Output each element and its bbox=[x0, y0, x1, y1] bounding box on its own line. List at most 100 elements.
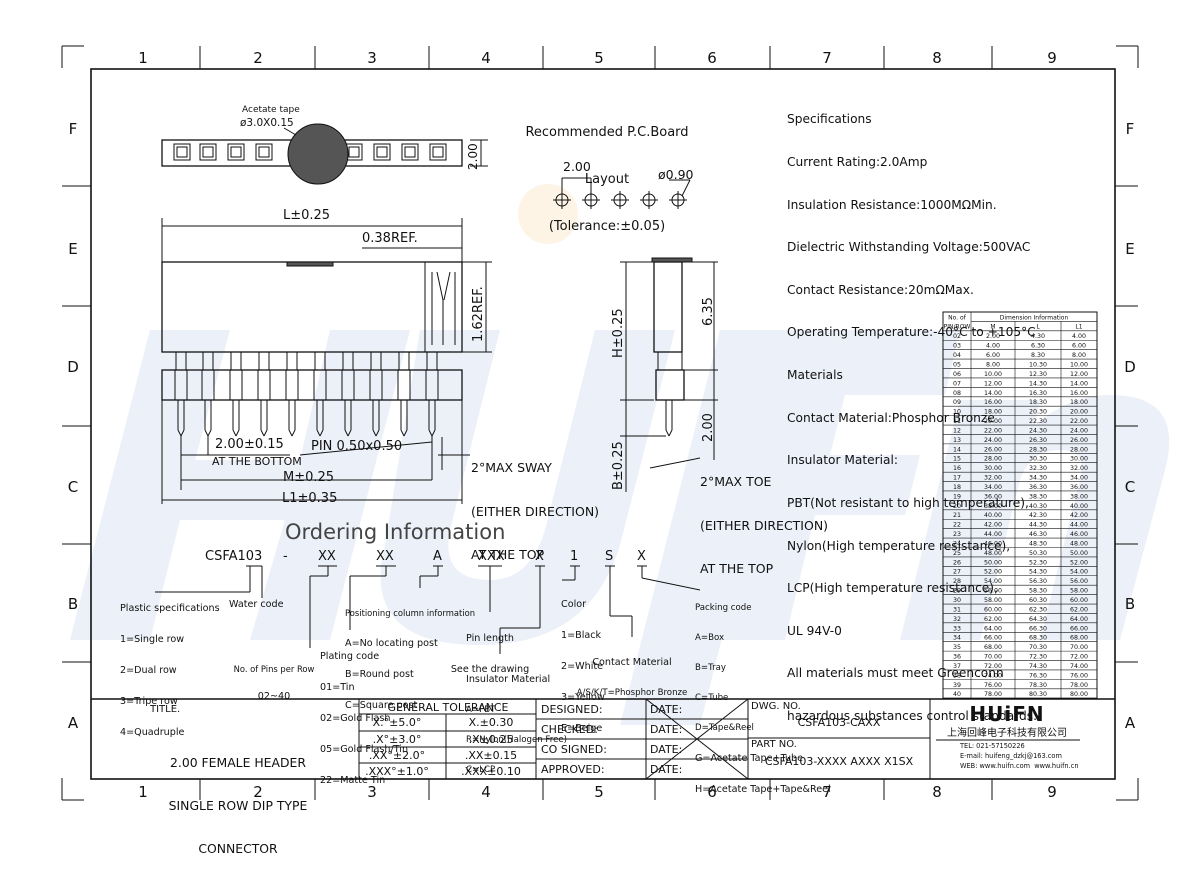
date-label: DATE: bbox=[650, 703, 683, 716]
side-toe-note: 2°MAX TOE (EITHER DIRECTION) AT THE TOP bbox=[700, 446, 828, 591]
table-cell: 58.00 bbox=[1070, 588, 1088, 595]
table-cell: 11 bbox=[953, 418, 961, 425]
pin-cavity bbox=[255, 143, 273, 161]
pin-cavity-inner bbox=[202, 146, 214, 158]
checked-label: CHECKED: bbox=[541, 723, 598, 736]
table-cell: 28 bbox=[953, 578, 961, 585]
row-label-left: A bbox=[68, 714, 79, 732]
date-label: DATE: bbox=[650, 723, 683, 736]
note-line: 4=Quadruple bbox=[120, 727, 185, 739]
pin-cavity bbox=[373, 143, 391, 161]
table-cell: 21 bbox=[953, 512, 961, 519]
side-h-dim: H±0.25 bbox=[611, 308, 626, 358]
table-cell: 62.30 bbox=[1029, 606, 1047, 613]
table-cell: 10.00 bbox=[984, 371, 1002, 378]
table-cell: 4.00 bbox=[1072, 333, 1086, 340]
spec-line: Specifications bbox=[787, 112, 872, 127]
table-cell: 18.30 bbox=[1029, 399, 1047, 406]
side-tape bbox=[651, 257, 693, 263]
front-l-dim: L±0.25 bbox=[283, 208, 331, 223]
tolerance-header: GENERAL TOLERANCE bbox=[387, 701, 509, 714]
sway-line-1: 2°MAX SWAY bbox=[471, 460, 552, 475]
note-line: A/S/K/T=Phosphor Bronze bbox=[576, 687, 688, 698]
table-cell: 18 bbox=[953, 484, 961, 491]
pin-tip bbox=[235, 429, 240, 437]
table-cell: 76.30 bbox=[1029, 672, 1047, 679]
pin-cavity-inner bbox=[376, 146, 388, 158]
column-label-top: 9 bbox=[1047, 49, 1057, 67]
table-cell: 32 bbox=[953, 616, 961, 623]
table-cell: 8.30 bbox=[1031, 352, 1045, 359]
table-cell: 4.30 bbox=[1031, 333, 1045, 340]
side-200-dim: 2.00 bbox=[701, 413, 716, 442]
watermark-letter-i bbox=[620, 330, 800, 725]
pin-cavity-inner bbox=[176, 146, 188, 158]
part-no-label: PART NO. bbox=[751, 739, 797, 750]
table-cell: 46.00 bbox=[984, 540, 1002, 547]
pin-cavity-inner bbox=[348, 146, 360, 158]
front-sway-note: 2°MAX SWAY (EITHER DIRECTION) AT THE TOP bbox=[471, 432, 599, 577]
table-cell: 27 bbox=[953, 569, 961, 576]
column-label-top: 2 bbox=[253, 49, 263, 67]
table-cell: 23 bbox=[953, 531, 961, 538]
pcb-pitch-dim: 2.00 bbox=[563, 159, 591, 174]
title-label: TITLE. bbox=[150, 704, 181, 715]
plating-note: Plating code 01=Tin 02=Gold Flash 05=Gol… bbox=[320, 631, 408, 797]
table-cell: 14.30 bbox=[1029, 380, 1047, 387]
table-cell: 34.00 bbox=[984, 484, 1002, 491]
watermark bbox=[70, 184, 1170, 725]
table-cell: 8.00 bbox=[986, 362, 1000, 369]
table-cell: 24.00 bbox=[984, 437, 1002, 444]
side-635-dim: 6.35 bbox=[701, 297, 716, 326]
order-code-dash: - bbox=[283, 549, 288, 564]
table-cell: 58.30 bbox=[1029, 588, 1047, 595]
table-cell: 54.30 bbox=[1029, 569, 1047, 576]
table-cell: 28.30 bbox=[1029, 446, 1047, 453]
table-cell: 24.00 bbox=[1070, 427, 1088, 434]
table-cell: 26 bbox=[953, 559, 961, 566]
note-line: 05=Gold Flash/Tin bbox=[320, 743, 409, 755]
row-label-left: E bbox=[68, 240, 77, 258]
table-cell: 03 bbox=[953, 343, 961, 350]
void-cross bbox=[645, 698, 749, 780]
pin-top bbox=[175, 351, 187, 371]
pin-tip bbox=[260, 429, 265, 437]
table-cell: 68.00 bbox=[984, 644, 1002, 651]
table-cell: 20.30 bbox=[1029, 409, 1047, 416]
toe-line-3: AT THE TOP bbox=[700, 561, 774, 576]
sway-line-3: AT THE TOP bbox=[471, 547, 545, 562]
note-line: E=Beige bbox=[561, 723, 603, 735]
table-cell: 28.00 bbox=[984, 456, 1002, 463]
spec-line: hazardous substances control standards. bbox=[787, 708, 1037, 723]
note-line: 2=Dual row bbox=[120, 664, 177, 676]
pin-top bbox=[426, 351, 438, 371]
column-label-top: 1 bbox=[138, 49, 148, 67]
row-label-right: B bbox=[1125, 595, 1135, 613]
pin-tip bbox=[291, 429, 296, 437]
note-line: Positioning column information bbox=[345, 607, 476, 618]
table-cell: 76.00 bbox=[984, 682, 1002, 689]
cosigned-label: CO SIGNED: bbox=[541, 743, 607, 756]
table-cell: 42.00 bbox=[984, 522, 1002, 529]
table-cell: 39 bbox=[953, 682, 961, 689]
spec-line: Current Rating:2.0Amp bbox=[787, 155, 928, 170]
table-subheader: M bbox=[990, 324, 995, 331]
spec-line: Contact Resistance:20mΩMax. bbox=[787, 282, 974, 297]
table-cell: 78.00 bbox=[1070, 682, 1088, 689]
table-cell: 66.00 bbox=[984, 635, 1002, 642]
pcb-title-line-2: Layout bbox=[584, 171, 630, 187]
pin-top bbox=[230, 351, 242, 371]
spec-line: LCP(High temperature resistance), bbox=[787, 581, 998, 596]
sway-line-2: (EITHER DIRECTION) bbox=[471, 503, 600, 519]
column-label-bottom: 3 bbox=[367, 783, 377, 801]
pin-cavity-inner bbox=[230, 146, 242, 158]
table-cell: 8.00 bbox=[1072, 352, 1086, 359]
table-cell: 15 bbox=[953, 456, 961, 463]
note-line: Insulator Material bbox=[466, 673, 551, 685]
pin-tip bbox=[375, 429, 380, 437]
column-label-top: 5 bbox=[594, 49, 604, 67]
pin-tip bbox=[403, 429, 408, 437]
tol-linear-1: .X±0.25 bbox=[468, 733, 514, 746]
